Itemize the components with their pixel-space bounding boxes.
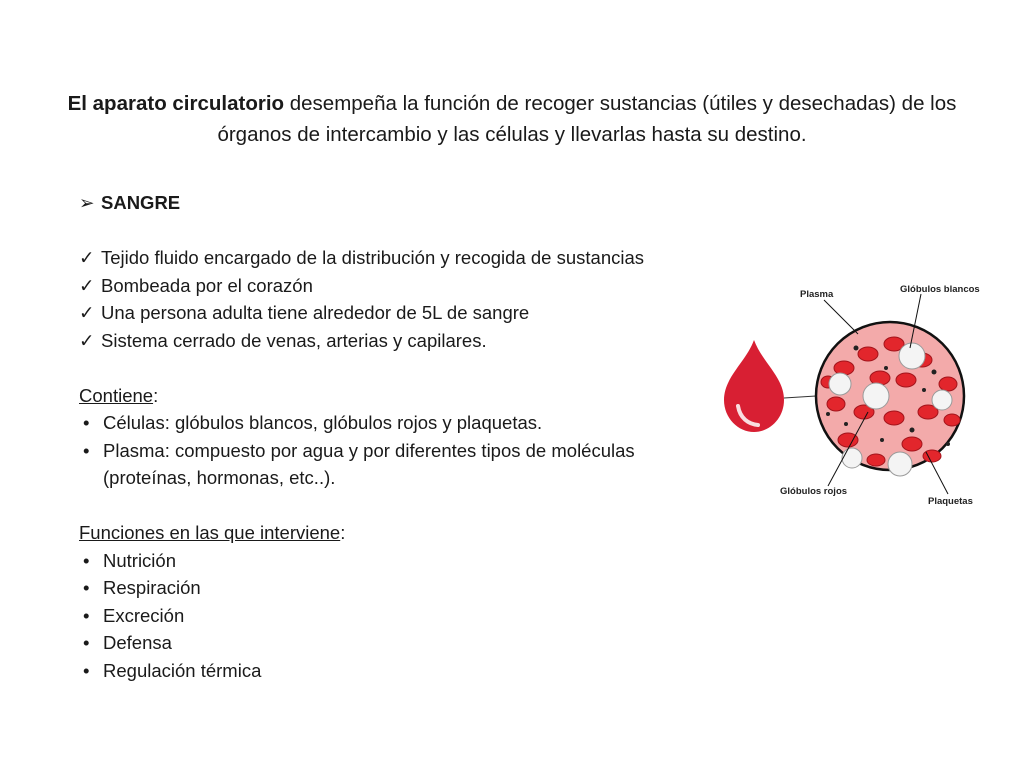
- list-item-text: Nutrición: [103, 549, 176, 571]
- heading-colon: :: [153, 384, 159, 406]
- bullet-icon: •: [83, 412, 90, 433]
- plasma-pointer: [823, 299, 859, 335]
- title-bold: El aparato circulatorio: [67, 92, 285, 115]
- funciones-heading: Funciones en las que interviene:: [79, 519, 739, 547]
- list-item: • Respiración: [79, 574, 739, 602]
- list-item: • Excreción: [79, 602, 739, 630]
- funciones-heading-text: Funciones en las que interviene: [79, 522, 341, 543]
- bullet-icon: •: [83, 604, 90, 626]
- heading-colon: :: [340, 522, 346, 543]
- list-item-text: Regulación térmica: [103, 659, 262, 681]
- list-item-text: (proteínas, hormonas, etc..).: [103, 467, 336, 488]
- check-item-text: Sistema cerrado de venas, arterias y cap…: [101, 329, 487, 351]
- check-item-text: Bombeada por el corazón: [101, 274, 313, 296]
- list-item-text: Defensa: [103, 632, 172, 653]
- bullet-icon: •: [83, 549, 90, 571]
- checkmark-icon: ✓: [79, 302, 95, 323]
- label-plaquetas: Plaquetas: [928, 496, 973, 507]
- blood-drop-icon: [724, 340, 784, 432]
- checkmark-icon: ✓: [79, 247, 95, 268]
- list-item-text: Células: glóbulos blancos, glóbulos rojo…: [103, 412, 543, 433]
- title-text: desempeña la función de recoger sustanci…: [217, 92, 957, 146]
- label-globulos-rojos: Glóbulos rojos: [780, 486, 847, 497]
- slide-body: ➢ SANGRE ✓ Tejido fluido encargado de la d…: [79, 189, 739, 684]
- contiene-heading: Contiene:: [79, 382, 739, 410]
- bullet-icon: •: [83, 632, 90, 653]
- check-item: ✓ Bombeada por el corazón: [79, 272, 739, 300]
- list-item-text: Excreción: [103, 604, 185, 626]
- checkmark-icon: ✓: [79, 329, 95, 351]
- connector-line: [783, 395, 817, 399]
- label-plasma: Plasma: [800, 289, 834, 300]
- platelets: [826, 345, 950, 446]
- list-item: • Regulación térmica: [79, 657, 739, 685]
- platelet-pointer: [925, 451, 949, 495]
- label-globulos-blancos: Glóbulos blancos: [900, 284, 980, 295]
- drop-highlight: [736, 404, 760, 427]
- check-item: ✓ Tejido fluido encargado de la distribuc…: [79, 244, 739, 272]
- list-item: • Células: glóbulos blancos, glóbulos roj…: [79, 409, 739, 437]
- list-item: • Plasma: compuesto por agua y por difere…: [79, 437, 739, 465]
- arrow-bullet-icon: ➢: [79, 192, 95, 213]
- slide-title: El aparato circulatorio desempeña la fun…: [60, 88, 964, 150]
- list-item: • Nutrición: [79, 547, 739, 575]
- check-item: ✓ Sistema cerrado de venas, arterias y ca…: [79, 327, 739, 355]
- list-item: • Defensa: [79, 629, 739, 657]
- white-cell-pointer: [909, 293, 922, 349]
- check-item-text: Tejido fluido encargado de la distribuci…: [101, 247, 645, 268]
- list-item-text: Plasma: compuesto por agua y por diferen…: [103, 439, 635, 461]
- red-cell-pointer: [827, 411, 869, 487]
- check-item: ✓ Una persona adulta tiene alrededor de 5…: [79, 299, 739, 327]
- bullet-icon: •: [83, 439, 90, 461]
- sangre-heading: ➢ SANGRE: [79, 189, 739, 217]
- sangre-heading-text: SANGRE: [101, 192, 181, 213]
- check-item-text: Una persona adulta tiene alrededor de 5L…: [101, 302, 530, 323]
- check-list: ✓ Tejido fluido encargado de la distribuc…: [79, 244, 739, 354]
- contiene-heading-text: Contiene: [79, 384, 154, 406]
- bullet-icon: •: [83, 577, 90, 598]
- list-item-text: Respiración: [103, 577, 201, 598]
- white-blood-cells: [828, 342, 953, 477]
- bullet-icon: •: [83, 659, 90, 681]
- list-item-continuation: (proteínas, hormonas, etc..).: [79, 464, 739, 492]
- blood-illustration: Plasma Glóbulos blancos Glóbulos rojos P…: [724, 284, 980, 507]
- checkmark-icon: ✓: [79, 274, 95, 296]
